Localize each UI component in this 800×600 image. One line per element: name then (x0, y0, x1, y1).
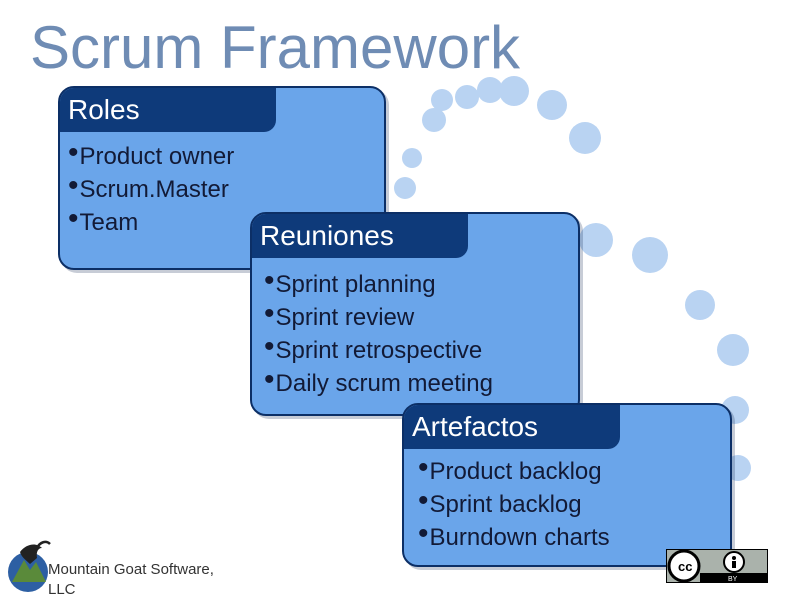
artifacts-header: Artefactos (404, 405, 620, 449)
list-item-text: Product backlog (429, 458, 602, 485)
company-credit: Mountain Goat Software, LLC (48, 561, 214, 598)
decorative-dot (431, 89, 453, 111)
decorative-dot (717, 334, 749, 366)
decorative-dot (579, 223, 613, 257)
list-item-text: Daily scrum meeting (275, 370, 493, 397)
list-item-text: Team (79, 209, 139, 236)
list-item-text: Scrum.Master (79, 176, 229, 203)
list-item: •Sprint planning (264, 264, 493, 301)
roles-header: Roles (60, 88, 276, 132)
list-item-text: Sprint planning (275, 271, 436, 298)
list-item: •Product backlog (418, 451, 610, 488)
decorative-dot (632, 237, 668, 273)
meetings-card: Reuniones •Sprint planning •Sprint revie… (250, 212, 580, 416)
bullet-icon: • (264, 297, 275, 330)
list-item: •Burndown charts (418, 517, 610, 554)
decorative-dot (402, 148, 422, 168)
roles-card: Roles •Product owner •Scrum.Master •Team (58, 86, 386, 270)
meetings-header: Reuniones (252, 214, 468, 258)
decorative-dot (499, 76, 529, 106)
decorative-dot (422, 108, 446, 132)
list-item: •Product owner (68, 136, 235, 173)
bullet-icon: • (264, 264, 275, 297)
bullet-icon: • (418, 451, 429, 484)
decorative-dot (685, 290, 715, 320)
creative-commons-by-badge-icon: cc BY (666, 549, 768, 583)
list-item: •Team (68, 202, 234, 239)
bullet-icon: • (68, 136, 79, 169)
decorative-dot (455, 85, 479, 109)
list-item: •Sprint retrospective (264, 330, 493, 367)
mountain-goat-logo-icon (8, 540, 51, 592)
bullet-icon: • (68, 202, 79, 235)
bullet-icon: • (418, 517, 429, 550)
list-item-text: Product owner (79, 143, 235, 170)
roles-list: •Product owner •Scrum.Master •Team (68, 136, 235, 239)
bullet-icon: • (68, 169, 79, 202)
list-item-text: Sprint retrospective (275, 337, 483, 364)
list-item: •Daily scrum meeting (264, 363, 493, 400)
list-item: •Scrum.Master (68, 169, 234, 206)
list-item: •Sprint review (264, 297, 493, 334)
list-item: •Sprint backlog (418, 484, 610, 521)
license-label: BY (728, 576, 738, 583)
bullet-icon: • (264, 330, 275, 363)
slide-title: Scrum Framework (30, 14, 521, 81)
decorative-dot (537, 90, 567, 120)
list-item-text: Burndown charts (429, 524, 610, 551)
artifacts-list: •Product backlog •Sprint backlog •Burndo… (418, 451, 610, 554)
meetings-list: •Sprint planning •Sprint review •Sprint … (264, 264, 493, 400)
list-item-text: Sprint review (275, 304, 415, 331)
artifacts-card: Artefactos •Product backlog •Sprint back… (402, 403, 732, 567)
bullet-icon: • (264, 363, 275, 396)
list-item-text: Sprint backlog (429, 491, 582, 518)
decorative-dot (569, 122, 601, 154)
decorative-dot (394, 177, 416, 199)
bullet-icon: • (418, 484, 429, 517)
decorative-dot (477, 77, 503, 103)
svg-text:cc: cc (678, 559, 692, 574)
